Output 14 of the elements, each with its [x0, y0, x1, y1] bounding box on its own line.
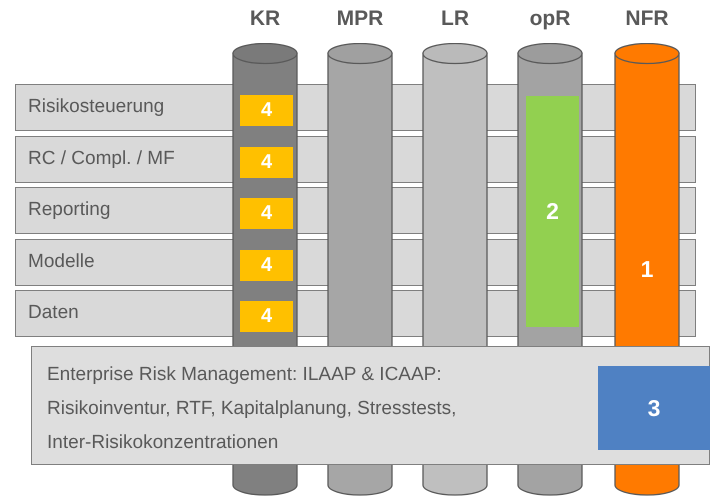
- number-tag: 3: [598, 366, 710, 450]
- column-heading: LR: [441, 7, 469, 31]
- number-tag: 4: [240, 198, 293, 229]
- column-heading: MPR: [336, 7, 384, 31]
- description-text: Enterprise Risk Management: ILAAP & ICAAP: Risikoinventur, RTF, Kapitalplanung, Stresstests, Inter-Risikokonzentrationen: [47, 363, 458, 455]
- number-tag: 2: [526, 96, 579, 327]
- column-heading: KR: [250, 7, 280, 31]
- number-tag: 4: [240, 147, 293, 178]
- column-heading: NFR: [625, 7, 669, 31]
- priority-number: 1: [640, 256, 654, 283]
- number-tag: 4: [240, 301, 293, 332]
- number-tag: 4: [240, 95, 293, 126]
- column-heading: opR: [530, 7, 570, 31]
- number-tag: 4: [240, 250, 293, 281]
